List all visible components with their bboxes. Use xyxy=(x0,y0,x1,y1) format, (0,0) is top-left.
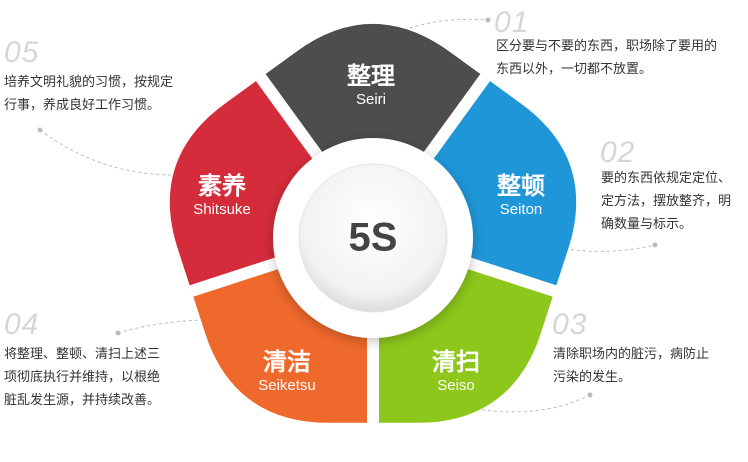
wedge-seiri[interactable] xyxy=(260,0,486,232)
segment-seiso[interactable]: 清扫 Seiso xyxy=(432,348,480,396)
description-04: 将整理、整顿、清扫上述三 项彻底执行并维持，以根绝 脏乱发生源，并持续改善。 xyxy=(4,343,160,412)
step-number-01: 01 xyxy=(494,6,530,39)
description-line: 东西以外，一切都不放置。 xyxy=(496,62,653,77)
description-line: 行事，养成良好工作习惯。 xyxy=(4,98,161,113)
connector-dot xyxy=(652,242,658,248)
step-number-02: 02 xyxy=(600,136,636,169)
step-number-05: 05 xyxy=(4,36,40,69)
step-number-03: 03 xyxy=(552,308,588,341)
center-label: 5S xyxy=(348,215,398,260)
segment-title-zh: 整理 xyxy=(347,62,395,90)
connector-dot xyxy=(115,330,121,336)
segment-title-en: Shitsuke xyxy=(193,201,251,218)
description-line: 项彻底执行并维持，以根绝 xyxy=(4,370,161,385)
segment-seiton[interactable]: 整顿 Seiton xyxy=(497,172,545,220)
description-line: 确数量与标示。 xyxy=(601,217,693,232)
center-inner-disc xyxy=(298,163,448,313)
description-line: 污染的发生。 xyxy=(553,370,632,385)
description-line: 培养文明礼貌的习惯，按规定 xyxy=(4,75,174,90)
segment-title-en: Seiketsu xyxy=(258,377,316,394)
description-02: 要的东西依规定定位、 定方法，摆放整齐，明 确数量与标示。 xyxy=(601,167,731,236)
description-line: 要的东西依规定定位、 xyxy=(601,171,732,186)
connector-dot xyxy=(37,127,43,133)
description-line: 将整理、整顿、清扫上述三 xyxy=(4,347,161,362)
segment-title-zh: 清洁 xyxy=(262,348,311,376)
segment-title-zh: 素养 xyxy=(197,172,246,200)
description-05: 培养文明礼貌的习惯，按规定 行事，养成良好工作习惯。 xyxy=(4,71,173,117)
segment-shitsuke[interactable]: 素养 Shitsuke xyxy=(193,172,251,220)
segment-seiketsu[interactable]: 清洁 Seiketsu xyxy=(258,348,316,396)
segment-title-en: Seiri xyxy=(355,91,386,108)
connector-dot xyxy=(587,392,593,398)
segment-title-en: Seiton xyxy=(499,201,543,218)
description-03: 清除职场内的脏污，病防止 污染的发生。 xyxy=(553,343,709,389)
description-line: 定方法，摆放整齐，明 xyxy=(601,194,732,209)
segment-seiri[interactable]: 整理 Seiri xyxy=(347,62,395,110)
description-line: 清除职场内的脏污，病防止 xyxy=(553,347,710,362)
connector-03 xyxy=(469,394,591,413)
description-line: 脏乱发生源，并持续改善。 xyxy=(4,393,161,408)
connector-dot xyxy=(485,17,491,23)
description-line: 区分要与不要的东西，职场除了要用的 xyxy=(496,39,718,54)
segment-title-en: Seiso xyxy=(437,377,475,394)
description-01: 区分要与不要的东西，职场除了要用的 东西以外，一切都不放置。 xyxy=(496,35,717,81)
segment-title-zh: 整顿 xyxy=(497,172,545,200)
connector-04 xyxy=(117,319,251,334)
segment-title-zh: 清扫 xyxy=(432,348,480,376)
step-number-04: 04 xyxy=(4,308,40,341)
connector-05 xyxy=(39,129,176,176)
